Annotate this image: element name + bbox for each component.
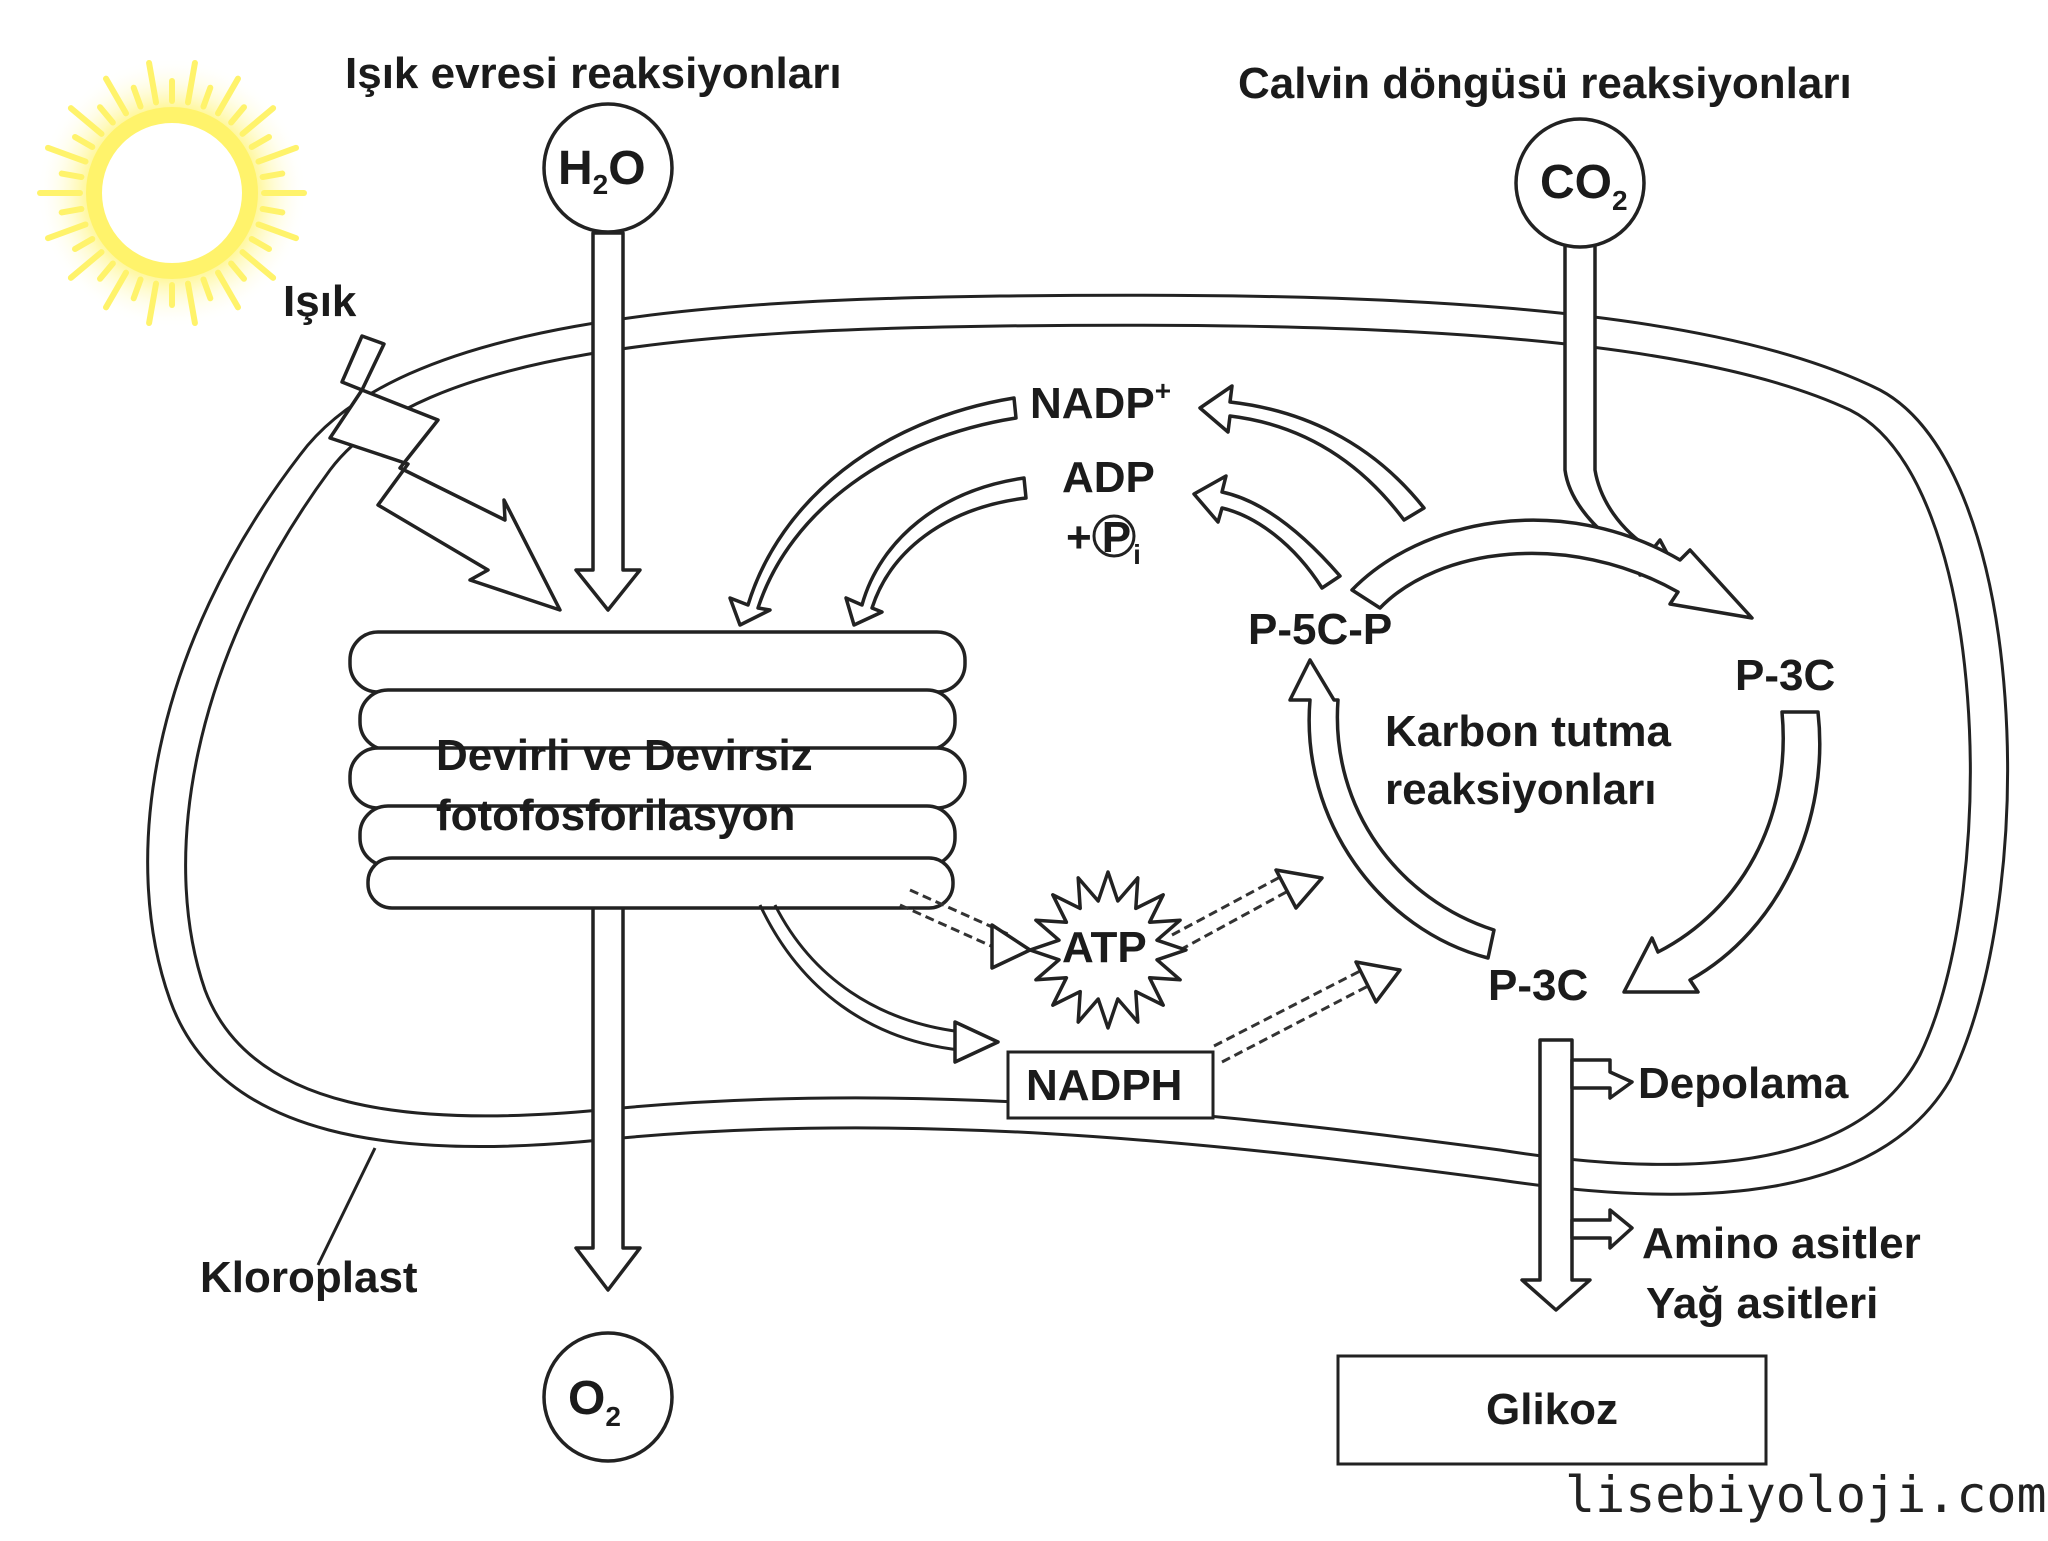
sun-ray bbox=[200, 84, 214, 110]
thylakoid-label-line2: fotofosforilasyon bbox=[436, 791, 795, 840]
calvin-right-arc bbox=[1622, 710, 1822, 994]
nadp-recycle-arrow bbox=[1198, 384, 1426, 522]
carbon-fixation-label-line1: Karbon tutma bbox=[1385, 707, 1672, 756]
atp-to-calvin-head bbox=[1274, 868, 1324, 910]
nadph-box bbox=[1006, 1050, 1215, 1120]
nadph-to-calvin-head bbox=[1354, 960, 1402, 1004]
nadph-to-calvin-arrow bbox=[1213, 968, 1371, 1064]
sun-ray bbox=[67, 249, 105, 281]
carbon-fixation-label-line2: reaksiyonları bbox=[1385, 765, 1657, 814]
p3c-top-label: P-3C bbox=[1735, 651, 1835, 700]
sun-ray bbox=[239, 105, 277, 137]
sun-ray bbox=[200, 276, 214, 302]
adp-label: ADP bbox=[1062, 453, 1155, 502]
water-label: H2O bbox=[558, 142, 646, 200]
sun-ray bbox=[259, 170, 286, 181]
pi-circle bbox=[1092, 514, 1136, 558]
thylakoid-to-nadph-head bbox=[953, 1020, 1000, 1064]
sun-ray bbox=[97, 260, 116, 282]
sun-ray bbox=[130, 276, 144, 302]
sun-ray bbox=[215, 269, 241, 311]
adp-recycle-arrow bbox=[1192, 474, 1342, 590]
sun-ray bbox=[72, 236, 96, 252]
thylakoid-label-line1: Devirli ve Devirsiz bbox=[436, 731, 813, 780]
sun-ray bbox=[58, 170, 85, 181]
chloroplast-inner-membrane bbox=[184, 323, 1972, 1166]
nadp-return-arrow bbox=[728, 396, 1018, 627]
p5cp-label: P-5C-P bbox=[1248, 605, 1392, 654]
sun-ray bbox=[255, 221, 300, 242]
sun-ray bbox=[228, 260, 247, 282]
calvin-cycle-header: Calvin döngüsü reaksiyonları bbox=[1238, 59, 1852, 108]
atp-to-calvin-arrow bbox=[1171, 874, 1291, 952]
sun-ray bbox=[259, 205, 286, 216]
co2-label: CO2 bbox=[1540, 156, 1628, 216]
oxygen-circle bbox=[542, 1331, 674, 1463]
light-lightning-icon bbox=[328, 334, 562, 612]
sun-ray bbox=[184, 280, 198, 326]
amino-acids-label: Amino asitler bbox=[1642, 1219, 1921, 1268]
pi-label: +Pi bbox=[1066, 513, 1141, 570]
chloroplast-outer-membrane bbox=[146, 293, 2010, 1196]
sun-ray bbox=[103, 75, 129, 117]
atp-label: ATP bbox=[1062, 923, 1147, 972]
chloroplast-pointer-line bbox=[316, 1147, 377, 1266]
nadph-label: NADPH bbox=[1026, 1061, 1182, 1110]
thylakoid-to-atp-head bbox=[990, 923, 1032, 970]
storage-label: Depolama bbox=[1638, 1059, 1849, 1108]
sun-ray bbox=[130, 84, 144, 110]
atp-starburst bbox=[1028, 870, 1188, 1030]
watermark: lisebiyoloji.com bbox=[1565, 1466, 2047, 1524]
sun-ray bbox=[44, 221, 89, 242]
calvin-top-arc bbox=[1350, 518, 1754, 620]
sun-ray bbox=[58, 205, 85, 216]
nadp-plus-label: NADP+ bbox=[1030, 375, 1171, 428]
sun-ray bbox=[72, 134, 96, 150]
glucose-label: Glikoz bbox=[1486, 1385, 1618, 1434]
sun-ray bbox=[44, 144, 89, 165]
water-input-arrow bbox=[574, 231, 642, 612]
p3c-bottom-label: P-3C bbox=[1488, 961, 1588, 1010]
light-label: Işık bbox=[283, 277, 357, 326]
co2-circle bbox=[1514, 117, 1646, 249]
water-circle bbox=[542, 102, 674, 234]
chloroplast-label: Kloroplast bbox=[200, 1253, 418, 1302]
amino-branch-arrow bbox=[1570, 1208, 1634, 1250]
sun-ray bbox=[103, 269, 129, 311]
light-reactions-header: Işık evresi reaksiyonları bbox=[345, 49, 842, 98]
oxygen-output-arrow bbox=[574, 903, 642, 1292]
sun-ray bbox=[146, 60, 160, 106]
thylakoid-stack bbox=[348, 630, 967, 910]
sun-ray bbox=[67, 105, 105, 137]
sun-ray bbox=[248, 134, 272, 150]
fatty-acids-label: Yağ asitleri bbox=[1646, 1279, 1878, 1328]
thylakoid-to-nadph-arrow bbox=[758, 904, 963, 1052]
storage-branch-arrow bbox=[1570, 1058, 1634, 1100]
sun-ray bbox=[228, 104, 247, 126]
sun-ray bbox=[146, 280, 160, 326]
sun-ray bbox=[239, 249, 277, 281]
sun-icon bbox=[37, 58, 307, 328]
sun-ray bbox=[255, 144, 300, 165]
sun-ray bbox=[215, 75, 241, 117]
sun-ray bbox=[97, 104, 116, 126]
adp-return-arrow bbox=[844, 476, 1028, 627]
sun-ray bbox=[184, 60, 198, 106]
oxygen-label: O2 bbox=[568, 1372, 621, 1432]
calvin-left-arc bbox=[1288, 658, 1496, 960]
glucose-box bbox=[1336, 1354, 1768, 1466]
sun-ray bbox=[248, 236, 272, 252]
